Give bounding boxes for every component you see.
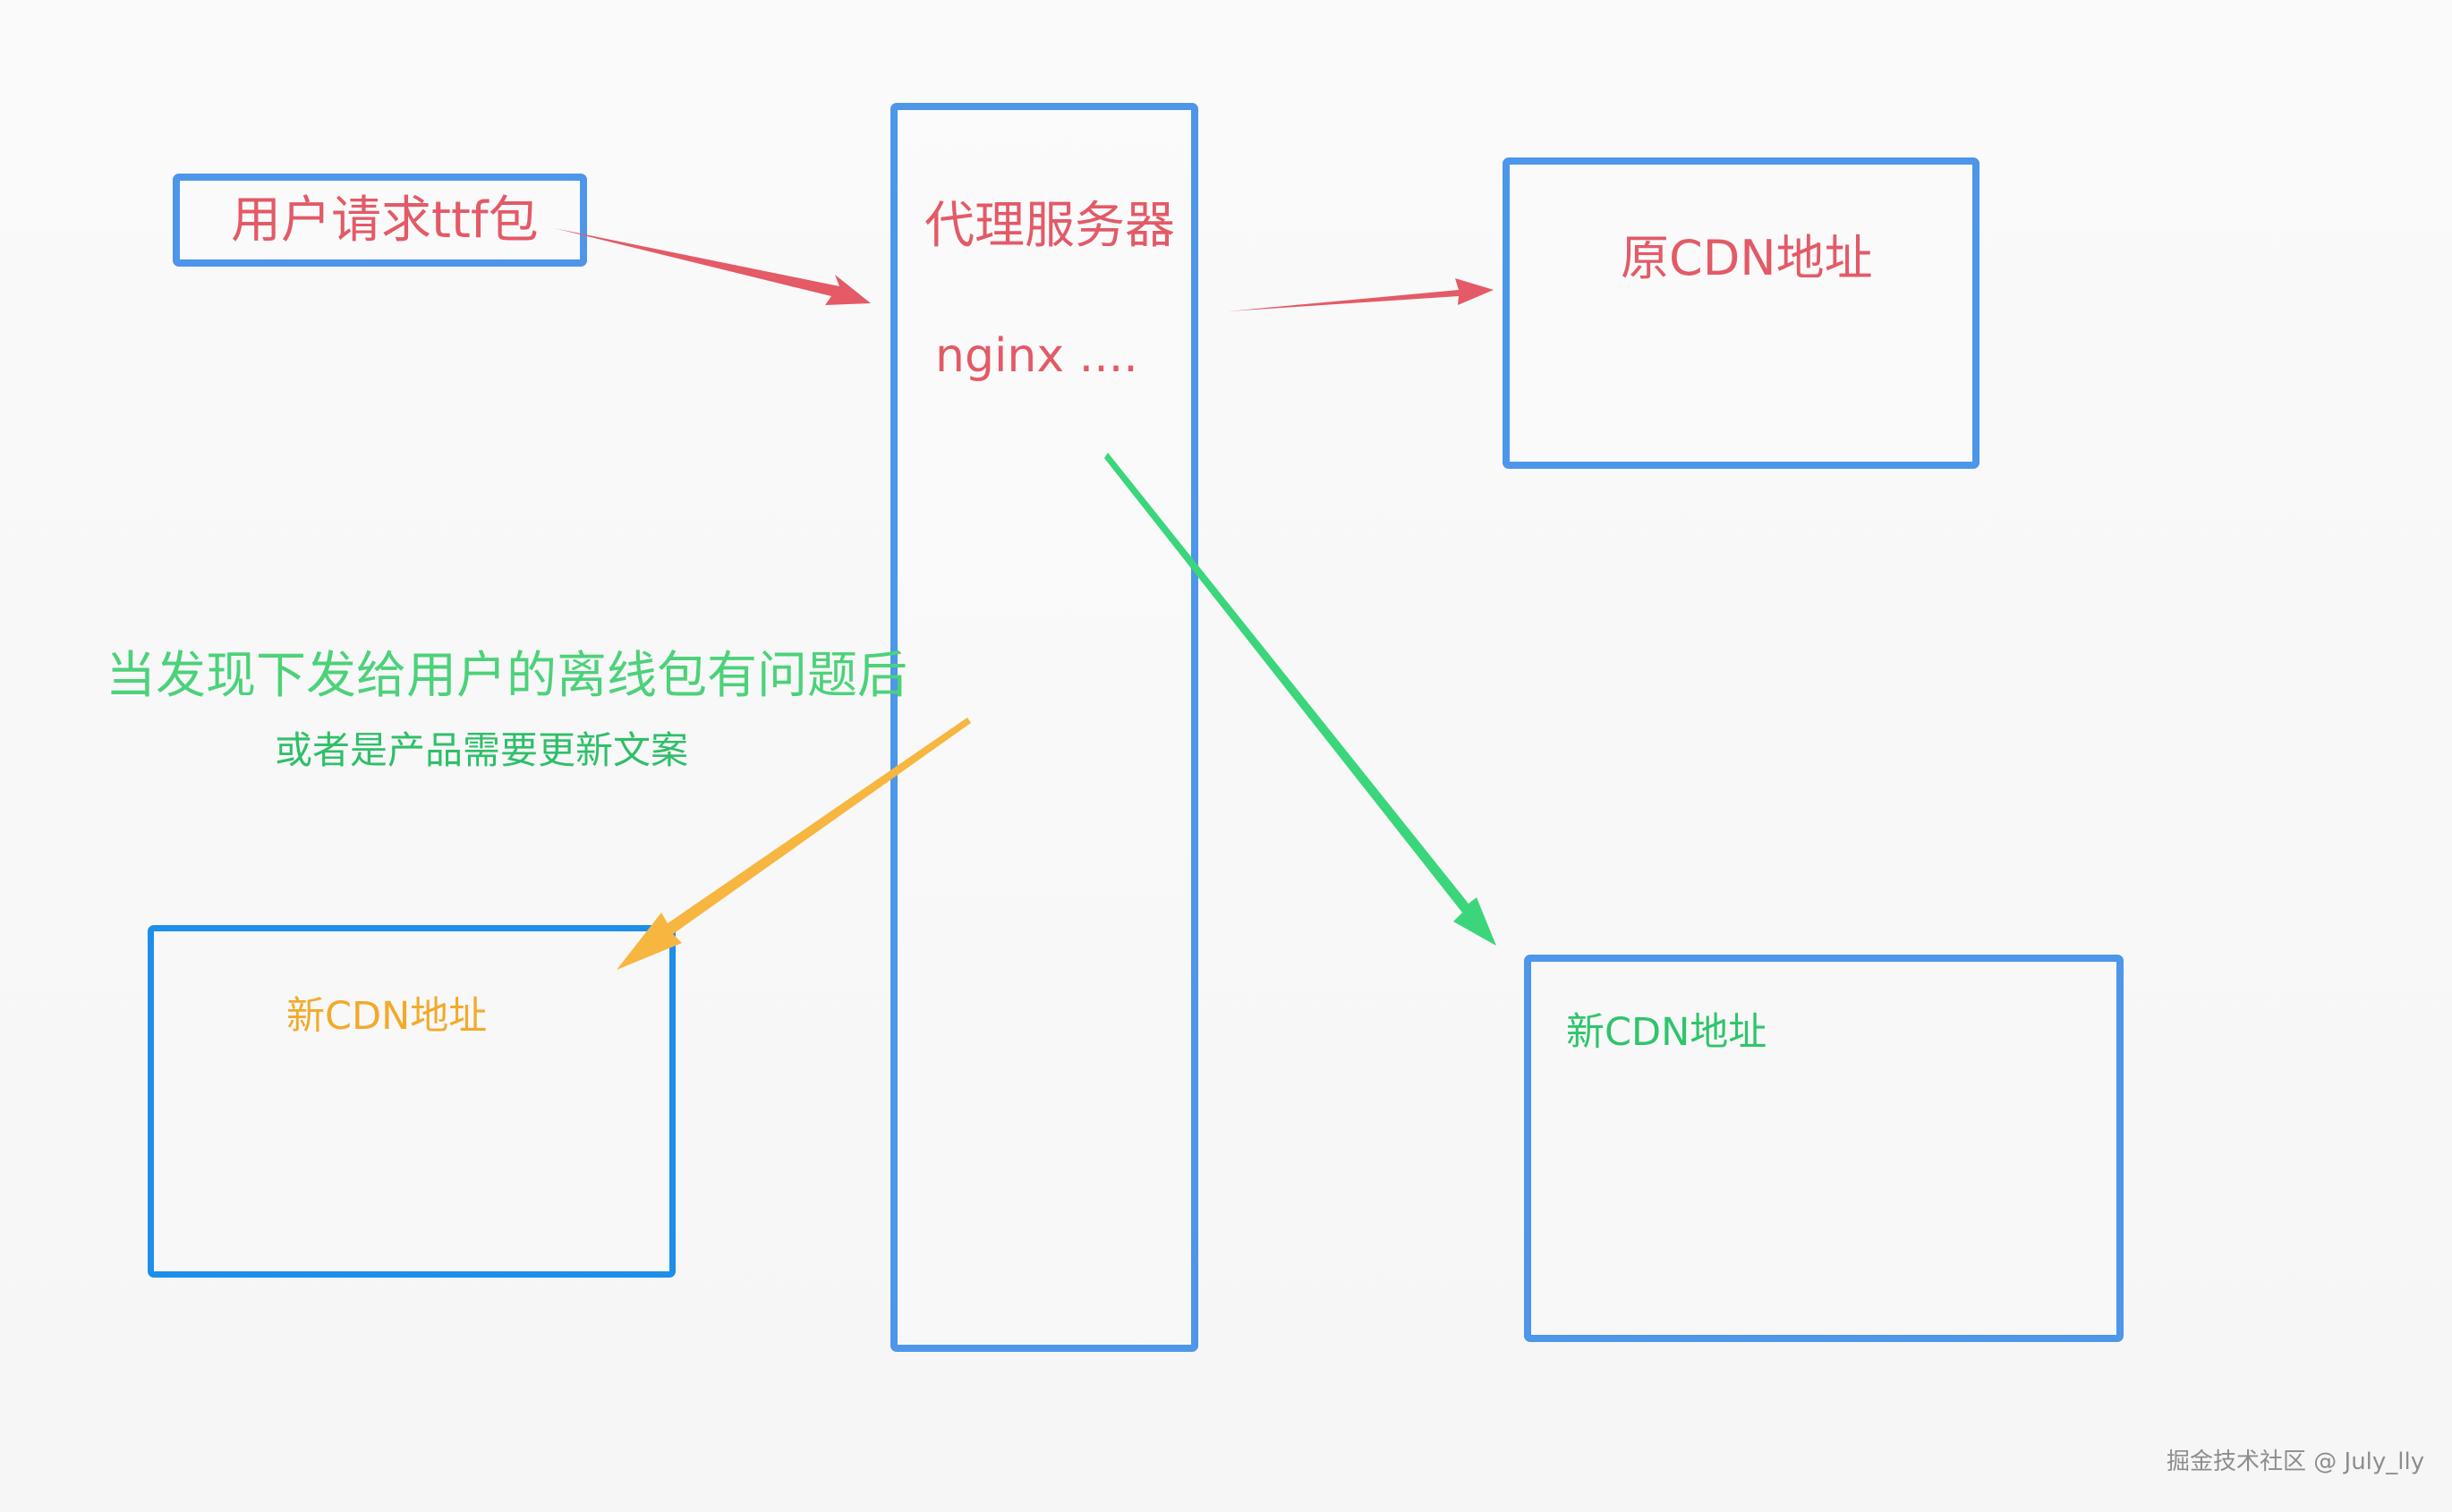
watermark: 掘金技术社区 @ July_lly [2167,1448,2425,1475]
new-cdn-left-label: 新CDN地址 [286,994,488,1039]
origin-cdn-arrow [1228,278,1494,311]
new-cdn-right-box [1524,955,2124,1342]
new-cdn-right-label: 新CDN地址 [1566,1010,1767,1055]
origin-cdn-box [1503,157,1979,469]
proxy-server-label: 代理服务器 [924,197,1175,255]
nginx-label: nginx .... [935,329,1138,383]
request-arrow [554,228,871,305]
user-request-box [173,174,587,267]
new-cdn-left-box [148,925,676,1278]
problem-description: 当发现下发给用户的离线包有问题后 [106,647,907,705]
origin-cdn-label: 原CDN地址 [1621,230,1873,286]
proxy-server-box [890,103,1198,1352]
update-description: 或者是产品需要更新文案 [275,728,689,772]
user-request-label: 用户请求ttf包 [231,191,539,250]
